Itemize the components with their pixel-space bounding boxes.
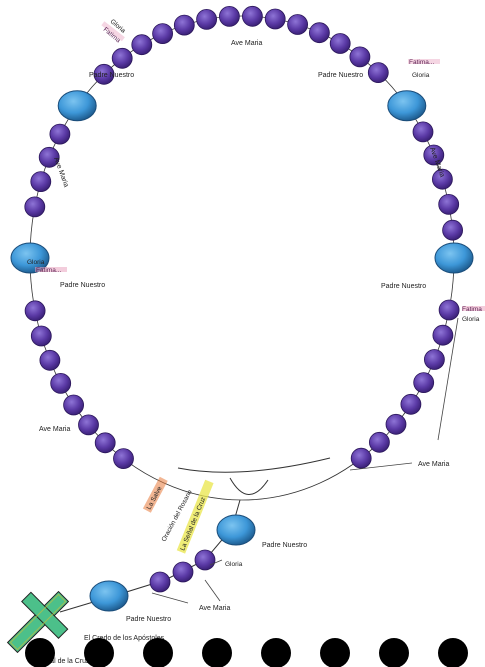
ave-maria-bead (31, 172, 51, 192)
ave-maria-bead (79, 415, 99, 435)
label-ave-maria-left: Ave Maria (52, 156, 69, 188)
ave-maria-bead (219, 6, 239, 26)
padre-nuestro-bead (435, 243, 473, 273)
ave-maria-bead (40, 350, 60, 370)
ave-maria-bead (369, 432, 389, 452)
label-fatima-left: Fatima... (36, 267, 61, 274)
label-gloria-top-right: Gloria (412, 72, 430, 79)
label-padre-nuestro-top-right: Padre Nuestro (318, 72, 363, 79)
padre-nuestro-bead (388, 91, 426, 121)
ave-maria-bead (330, 34, 350, 54)
label-ave-maria-bottom-right: Ave Maria (418, 461, 449, 468)
dot-marker (261, 638, 291, 667)
label-padre-nuestro-left: Padre Nuestro (60, 282, 105, 289)
ave-maria-bead (414, 373, 434, 393)
dot-marker (25, 638, 55, 667)
ave-maria-bead (173, 562, 193, 582)
pendant (60, 458, 330, 612)
ring-beads (25, 6, 463, 500)
prayer-senal-cruz: La Señal de la Cruz (177, 480, 214, 554)
ave-maria-bead (368, 63, 388, 83)
prayer-la-salve: La Salve (143, 477, 168, 513)
label-fatima-top-right: Fatima... (409, 59, 434, 66)
ave-maria-bead (132, 35, 152, 55)
ave-maria-bead (265, 9, 285, 29)
svg-text:La Salve: La Salve (146, 485, 164, 511)
label-ave-maria-top: Ave Maria (231, 40, 262, 47)
label-ave-maria-pendant: Ave Maria (199, 605, 230, 612)
label-fatima-right: Fatima (462, 306, 482, 313)
padre-nuestro-bead (217, 515, 255, 545)
ave-maria-bead (351, 448, 371, 468)
ave-maria-bead (439, 194, 459, 214)
padre-nuestro-bead (58, 91, 96, 121)
dot-marker (202, 638, 232, 667)
ave-maria-bead (114, 449, 134, 469)
label-gloria-pendant: Gloria (225, 561, 243, 568)
ave-maria-bead (439, 300, 459, 320)
ave-maria-bead (195, 550, 215, 570)
ave-maria-bead (51, 373, 71, 393)
ave-maria-bead (25, 197, 45, 217)
padre-nuestro-beads (11, 91, 473, 273)
label-ave-maria-bottom-left: Ave Maria (39, 426, 70, 433)
ave-maria-bead (309, 23, 329, 43)
dot-marker (438, 638, 468, 667)
ave-maria-bead (350, 47, 370, 67)
label-padre-nuestro-top-left: Padre Nuestro (89, 72, 134, 79)
ave-maria-bead (153, 24, 173, 44)
ave-maria-bead (242, 6, 262, 26)
ave-maria-bead (25, 301, 45, 321)
ave-maria-bead (64, 395, 84, 415)
ave-maria-bead (433, 325, 453, 345)
ave-maria-bead (413, 122, 433, 142)
label-padre-nuestro-pendant: Padre Nuestro (262, 542, 307, 549)
ave-maria-bead (95, 433, 115, 453)
ave-maria-bead (112, 48, 132, 68)
label-gloria-right: Gloria (462, 316, 480, 323)
ave-maria-bead (174, 15, 194, 35)
ave-maria-bead (288, 15, 308, 35)
ave-maria-bead (386, 414, 406, 434)
ave-maria-bead (443, 220, 463, 240)
padre-nuestro-bead (90, 581, 128, 611)
ave-maria-bead (197, 9, 217, 29)
dot-marker (379, 638, 409, 667)
dot-marker (143, 638, 173, 667)
ave-maria-bead (424, 350, 444, 370)
ave-maria-bead (150, 572, 170, 592)
ave-maria-bead (50, 124, 70, 144)
dot-marker (84, 638, 114, 667)
label-gloria-left: Gloria (27, 259, 45, 266)
label-padre-nuestro-bottom: Padre Nuestro (126, 616, 171, 623)
dot-marker (320, 638, 350, 667)
ave-maria-bead (401, 394, 421, 414)
ave-maria-bead (31, 326, 51, 346)
label-padre-nuestro-right: Padre Nuestro (381, 283, 426, 290)
